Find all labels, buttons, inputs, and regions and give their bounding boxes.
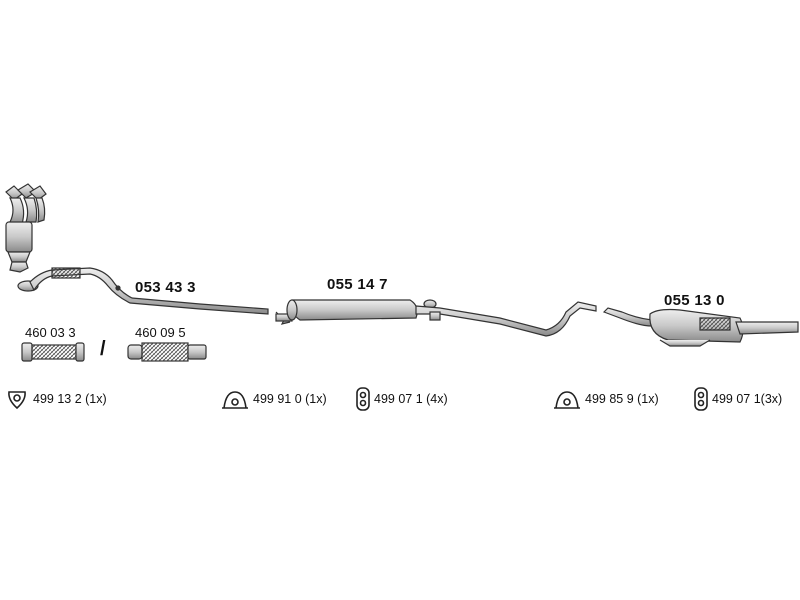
front-pipe — [17, 267, 269, 315]
flex-pipe-a — [21, 342, 85, 362]
gasket-ring-icon — [8, 391, 26, 410]
rubber-hanger-icon — [356, 387, 370, 411]
part-label-center-muffler: 055 14 7 — [327, 276, 388, 293]
manifold-catalyst — [5, 183, 47, 273]
accessory-label-clamp-2: 499 85 9 (1x) — [585, 392, 659, 406]
part-label-front-pipe: 053 43 3 — [135, 279, 196, 296]
rear-muffler — [602, 307, 799, 347]
rubber-hanger-icon — [694, 387, 708, 411]
clamp-icon — [222, 391, 248, 409]
part-label-flex-a: 460 03 3 — [25, 325, 76, 340]
clamp-icon — [554, 391, 580, 409]
accessory-label-hanger-2: 499 07 1(3x) — [712, 392, 783, 406]
accessory-label-clamp-1: 499 91 0 (1x) — [253, 392, 327, 406]
flex-pipe-b — [127, 342, 207, 362]
part-label-flex-b: 460 09 5 — [135, 325, 186, 340]
accessory-label-gasket: 499 13 2 (1x) — [33, 392, 107, 406]
alternative-separator: / — [100, 338, 106, 360]
part-label-rear-muffler: 055 13 0 — [664, 292, 725, 309]
center-muffler — [275, 299, 597, 337]
accessory-label-hanger-1: 499 07 1 (4x) — [374, 392, 448, 406]
